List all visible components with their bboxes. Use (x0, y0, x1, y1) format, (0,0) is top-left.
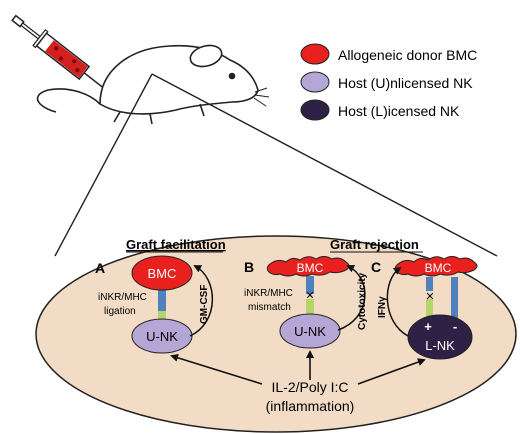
panel-a-receptor-bottom (158, 311, 166, 325)
panel-a-receptor-top (158, 289, 166, 311)
legend: Allogeneic donor BMC Host (U)nlicensed N… (300, 43, 477, 121)
panel-b-cytotoxicity-label: Cytotoxicity (357, 272, 368, 330)
panel-b-nk-label: U-NK (294, 324, 326, 339)
panel-a-ligation-line1: iNKR/MHC (98, 292, 147, 303)
panel-b-block-mark: ✕ (305, 290, 314, 302)
panel-a-gmcsf-label: GM-CSF (199, 285, 210, 324)
panel-c-plus: + (424, 319, 432, 334)
legend-unlicensed-label: Host (U)nlicensed NK (338, 75, 473, 91)
panel-b-bmc (266, 256, 350, 277)
panel-b-mismatch-line2: mismatch (248, 302, 291, 313)
heading-graft-rejection: Graft rejection (330, 237, 419, 252)
panel-a-bmc-label: BMC (148, 266, 177, 281)
panel-c-nk-label: L-NK (425, 338, 455, 353)
legend-licensed-swatch (300, 99, 330, 121)
heading-graft-facilitation: Graft facilitation (126, 237, 226, 252)
panel-a-nk (131, 318, 193, 354)
panel-b: B BMC ✕ U-NK iNKR/MHC mismatch Cytotoxic… (244, 256, 368, 349)
stimulus-line1: IL-2/Poly I:C (271, 379, 348, 395)
panel-c-bmc-label: BMC (425, 261, 452, 275)
stimulus-arrows (170, 350, 426, 385)
legend-unlicensed-swatch (300, 71, 330, 93)
panel-b-receptor-top (306, 276, 314, 294)
panel-a-letter: A (95, 260, 105, 276)
panel-c-nk (407, 314, 473, 360)
panel-a-bmc (131, 255, 193, 291)
panel-c-ifng-label: IFNγ (377, 296, 388, 318)
panel-a-ligation-line2: ligation (104, 306, 136, 317)
panel-c-bmc (394, 256, 478, 277)
panel-b-letter: B (244, 259, 254, 275)
panel-b-cytotoxicity-arrow (337, 265, 366, 331)
panel-c-block-mark: ✕ (425, 291, 434, 303)
stimulus-line2: (inflammation) (266, 398, 355, 414)
panel-c-receptor-left-bottom (426, 299, 433, 319)
panel-a: A BMC U-NK iNKR/MHC ligation GM-CSF (95, 255, 214, 354)
panel-a-nk-label: U-NK (146, 329, 178, 344)
panel-c-ifng-arrow (386, 266, 409, 337)
panel-b-bmc-label: BMC (297, 261, 324, 275)
panel-b-nk (279, 313, 341, 349)
panel-c-minus: - (453, 319, 457, 334)
syringe-icon (11, 14, 111, 94)
legend-bmc-swatch (300, 43, 330, 65)
panel-c: C BMC ✕ + - L-NK IFNγ (371, 256, 478, 360)
legend-bmc-label: Allogeneic donor BMC (338, 47, 477, 63)
legend-licensed-label: Host (L)icensed NK (338, 103, 460, 119)
zoom-lines (54, 73, 498, 257)
panel-c-receptor-left-top (426, 277, 433, 291)
panel-c-receptor-right (451, 277, 458, 319)
panel-c-letter: C (371, 259, 381, 275)
panel-b-mismatch-line1: iNKR/MHC (244, 288, 293, 299)
panel-b-receptor-bottom (306, 299, 314, 319)
panel-a-gmcsf-arrow (189, 265, 214, 337)
